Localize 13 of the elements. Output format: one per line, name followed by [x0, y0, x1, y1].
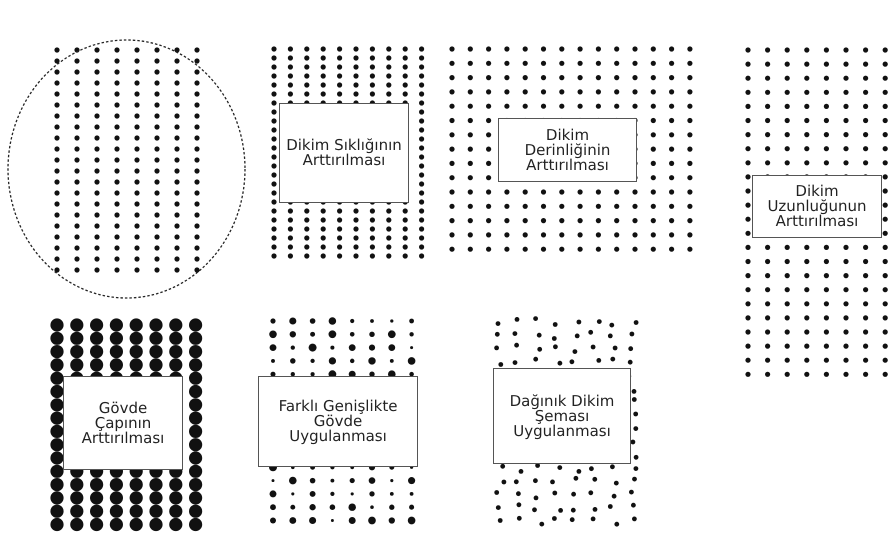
- box-label: Dikim Sıklığının Arttırılması: [286, 138, 402, 168]
- dashed-ellipse: [7, 39, 246, 299]
- label-box: [493, 368, 631, 464]
- label-box: [752, 175, 882, 238]
- box-label: Dikim Derinliğinin Arttırılması: [524, 128, 612, 172]
- label-box: [498, 118, 637, 182]
- label-box: [63, 376, 183, 470]
- box-label: Dağınık Dikim Şeması Uygulanması: [508, 394, 616, 438]
- box-label: Dikim Uzunluğunun Arttırılması: [766, 184, 868, 229]
- box-label: Farklı Genişlikte Gövde Uygulanması: [278, 399, 398, 444]
- box-label: Gövde Çapının Arttırılması: [80, 400, 166, 446]
- label-box: [258, 376, 418, 467]
- label-box: [279, 103, 409, 203]
